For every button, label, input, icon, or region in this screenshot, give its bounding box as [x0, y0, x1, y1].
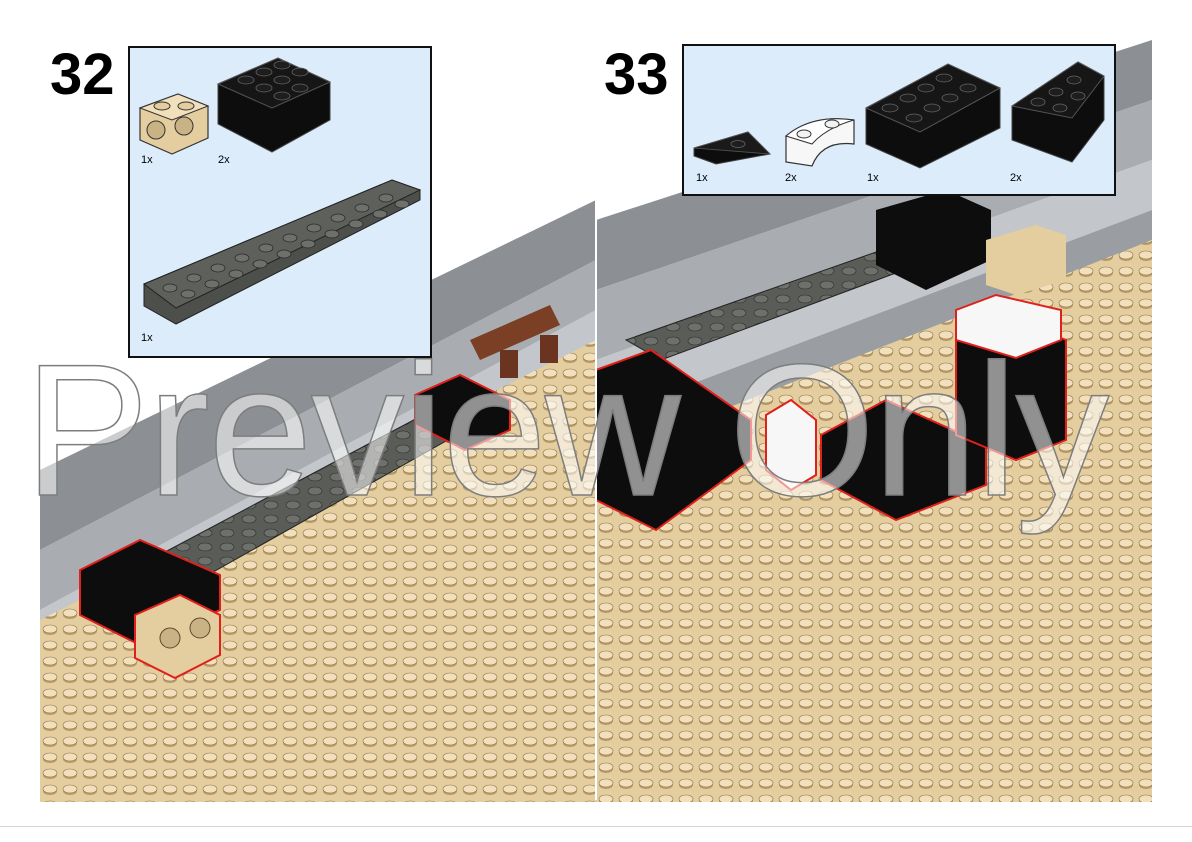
white-round-corner-brick-icon [784, 118, 855, 167]
black-wedge-plate-icon [693, 131, 772, 165]
black-brick-2x4-icon [216, 57, 332, 153]
black-brick-2x6-icon [864, 63, 1002, 169]
dark-gray-plate-2x10-icon [143, 179, 422, 325]
step-32-build-scene [40, 200, 596, 802]
step-33-part-3-qty: 1x [867, 172, 879, 184]
step-33-parts-callout: 1x 2x 1x [682, 44, 1116, 196]
step-33-part-2-qty: 2x [785, 172, 797, 184]
step-32-parts-callout: 1x 2x [128, 46, 432, 358]
step-33-number: 33 [604, 42, 669, 107]
step-33-part-4-qty: 2x [1010, 172, 1022, 184]
step-32-part-3-qty: 1x [141, 332, 153, 344]
step-divider [595, 195, 597, 800]
step-32-number: 32 [50, 42, 115, 107]
step-32-part-1-qty: 1x [141, 154, 153, 166]
black-wedge-brick-icon [1010, 61, 1105, 163]
step-33-part-1-qty: 1x [696, 172, 708, 184]
tan-technic-brick-1x2-icon [138, 93, 210, 155]
step-32-part-2-qty: 2x [218, 154, 230, 166]
page-footer-divider [0, 826, 1192, 827]
